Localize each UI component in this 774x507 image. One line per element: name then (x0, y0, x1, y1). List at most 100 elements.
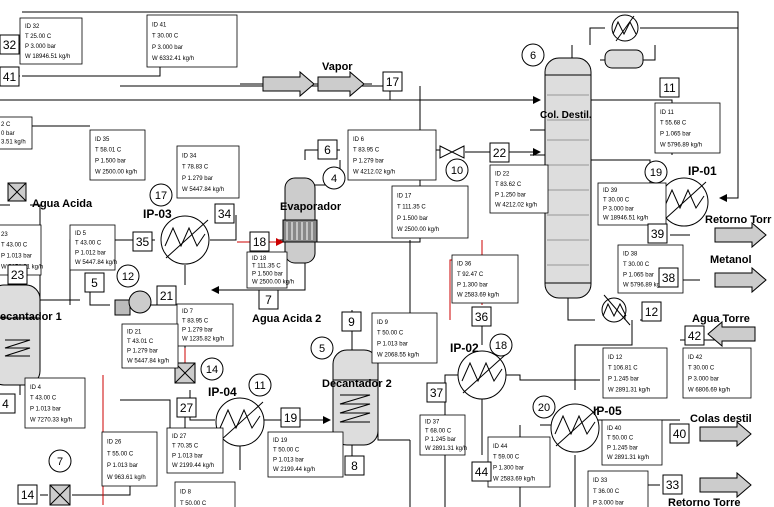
decantador-1-label: ecantador 1 (0, 311, 62, 323)
stream-box-line: 3.51 kg/h (1, 140, 26, 146)
stream-box-line: W 5447.84 kg/h (75, 260, 117, 266)
unit-circle-14: 14 (200, 357, 224, 381)
stream-tag-label: 11 (663, 81, 676, 95)
stream-box-line: P 1.065 bar (623, 272, 654, 278)
stream-tag-42: 42 (684, 325, 705, 346)
stream-tag-8: 8 (344, 455, 365, 476)
stream-tag-32: 32 (0, 34, 20, 55)
stream-tag-11: 11 (659, 77, 680, 98)
stream-box-line: W 2068.55 kg/h (377, 352, 419, 358)
stream-box-line: T 59.00 C (493, 455, 520, 461)
stream-tag-12: 12 (641, 301, 662, 322)
stream-tag-label: 19 (284, 411, 298, 425)
ip-02-exchanger (457, 350, 507, 400)
agua-torre-label: Agua Torre (692, 313, 750, 325)
stream-box-line: ID 36 (457, 261, 472, 267)
ip-04-label: IP-04 (208, 385, 237, 399)
unit-circle-label: 6 (530, 50, 536, 62)
stream-tag-44: 44 (471, 461, 492, 482)
stream-box-line: ID 40 (607, 426, 622, 432)
unit-circle-label: 12 (122, 271, 134, 283)
stream-box-line: ID 6 (353, 137, 365, 143)
stream-box-line: ID 41 (152, 22, 167, 28)
stream-tag-34: 34 (214, 203, 235, 224)
colas-destil-arrow (699, 420, 752, 448)
unit-circle-20: 20 (532, 395, 556, 419)
stream-tag-17: 17 (382, 71, 403, 92)
stream-box-line: W 18946.51 kg/h (603, 216, 648, 222)
stream-tag-label: 9 (348, 315, 355, 329)
stream-box-line: P 1.279 bar (353, 159, 384, 165)
stream-box-line: W 5447.84 kg/h (127, 358, 169, 364)
unit-circle-18: 18 (489, 333, 513, 357)
unit-circle-label: 17 (155, 190, 167, 202)
stream-tag-label: 36 (475, 310, 489, 324)
stream-box-line: P 1.245 bar (425, 437, 456, 443)
mixer-14 (174, 362, 196, 384)
stream-box-line: P 1.500 bar (95, 159, 126, 165)
stream-box-line: T 111.35 C (252, 264, 281, 270)
stream-box-line: ID 17 (397, 193, 412, 199)
valve-10 (439, 145, 465, 159)
unit-circle-label: 11 (254, 380, 265, 392)
pump (114, 290, 152, 316)
stream-box-line: T 30.00 C (688, 366, 715, 372)
stream-box-line: T 68.00 C (425, 428, 452, 434)
ip-04-exchanger (215, 397, 265, 447)
stream-box-line: W 2583.69 kg/h (493, 476, 535, 482)
stream-box-line: P 3.000 bar (603, 206, 634, 212)
stream-box-33: ID 33T 36.00 CP 3.000 bar (587, 470, 649, 507)
stream-box-line: T 55.68 C (660, 121, 687, 127)
stream-tag-35: 35 (132, 231, 153, 252)
stream-tag-label: 39 (651, 227, 665, 241)
stream-box-line: ID 11 (660, 110, 675, 116)
stream-box-line: W 5447.84 kg/h (182, 187, 224, 193)
unit-circle-17: 17 (149, 183, 173, 207)
stream-box-line: ID 37 (425, 420, 440, 426)
unit-circle-label: 14 (206, 364, 218, 376)
stream-box-line: P 3.000 bar (688, 377, 719, 383)
stream-box-line: W 2891.31 kg/h (608, 387, 650, 393)
ip-02-label: IP-02 (450, 341, 479, 355)
stream-tag-27: 27 (176, 397, 197, 418)
stream-tag-4: 4 (0, 393, 16, 414)
unit-circle-12: 12 (116, 264, 140, 288)
stream-box-line: W 2199.44 kg/h (172, 463, 214, 469)
stream-box-line: ID 26 (107, 440, 122, 446)
unit-circle-label: 20 (538, 402, 550, 414)
stream-tag-5: 5 (84, 272, 105, 293)
unit-circle-5: 5 (310, 336, 334, 360)
stream-box-line: ID 12 (608, 355, 623, 361)
unit-circle-10: 10 (445, 158, 469, 182)
stream-box-line: W 7270.33 kg/h (30, 417, 72, 423)
stream-box-line: P 1.013 bar (172, 453, 203, 459)
stream-box-line: P 1.250 bar (495, 192, 526, 198)
stream-box-line: ID 39 (603, 188, 618, 194)
stream-box-line: P 1.012 bar (75, 250, 106, 256)
stream-box-line: P 1.013 bar (1, 254, 32, 260)
unit-circle-label: 19 (650, 167, 662, 179)
stream-box-line: W 5796.89 kg/h (623, 283, 665, 289)
stream-box-line: T 58.01 C (95, 148, 122, 154)
stream-tag-label: 7 (265, 293, 272, 307)
unit-circle-19: 19 (644, 160, 668, 184)
stream-box-line: ID 9 (377, 320, 389, 326)
stream-box-line: P 1.500 bar (252, 271, 283, 277)
